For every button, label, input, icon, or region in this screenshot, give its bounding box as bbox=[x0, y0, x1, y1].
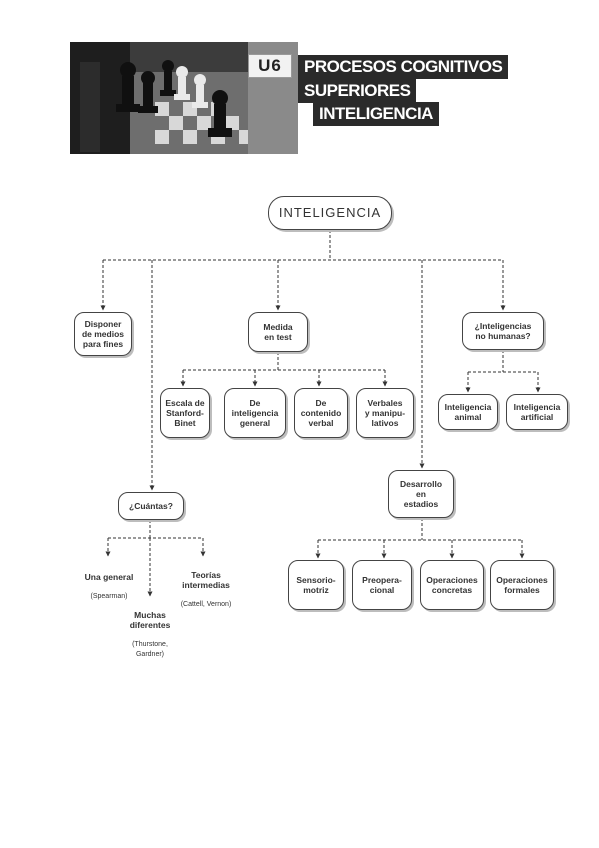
node-escala-stanford-binet: Escala de Stanford- Binet bbox=[160, 388, 210, 438]
node-disponer-medios: Disponer de medios para fines bbox=[74, 312, 132, 356]
title-line-3: INTELIGENCIA bbox=[313, 102, 439, 126]
node-verbales-manipulativos: Verbales y manipu- lativos bbox=[356, 388, 414, 438]
node-inteligencia-general: De inteligencia general bbox=[224, 388, 286, 438]
node-preoperacional: Preopera- cional bbox=[352, 560, 412, 610]
node-desarrollo-estadios: Desarrollo en estadios bbox=[388, 470, 454, 518]
title-line-2: SUPERIORES bbox=[298, 79, 417, 103]
node-inteligencia: INTELIGENCIA bbox=[268, 196, 392, 230]
leaf-una-general: Una general (Spearman) bbox=[72, 562, 146, 612]
leaf-una-general-main: Una general bbox=[84, 572, 134, 582]
leaf-intermedias-main: Teorías intermedias bbox=[182, 570, 230, 590]
unit-badge: U6 bbox=[248, 54, 292, 78]
leaf-teorias-intermedias: Teorías intermedias (Cattell, Vernon) bbox=[168, 560, 244, 620]
node-inteligencia-artificial: Inteligencia artificial bbox=[506, 394, 568, 430]
leaf-muchas-sub: (Thurstone, Gardner) bbox=[132, 641, 168, 658]
leaf-intermedias-sub: (Cattell, Vernon) bbox=[180, 601, 232, 608]
leaf-una-general-sub: (Spearman) bbox=[90, 593, 128, 600]
node-operaciones-formales: Operaciones formales bbox=[490, 560, 554, 610]
node-sensoriomotriz: Sensorio- motriz bbox=[288, 560, 344, 610]
node-no-humanas: ¿Inteligencias no humanas? bbox=[462, 312, 544, 350]
node-cuantas: ¿Cuántas? bbox=[118, 492, 184, 520]
node-medida-en-test: Medida en test bbox=[248, 312, 308, 352]
node-contenido-verbal: De contenido verbal bbox=[294, 388, 348, 438]
node-operaciones-concretas: Operaciones concretas bbox=[420, 560, 484, 610]
leaf-muchas-diferentes: Muchas diferentes (Thurstone, Gardner) bbox=[112, 600, 188, 670]
title-line-1: PROCESOS COGNITIVOS bbox=[298, 55, 509, 79]
node-inteligencia-animal: Inteligencia animal bbox=[438, 394, 498, 430]
leaf-muchas-main: Muchas diferentes bbox=[129, 610, 171, 630]
